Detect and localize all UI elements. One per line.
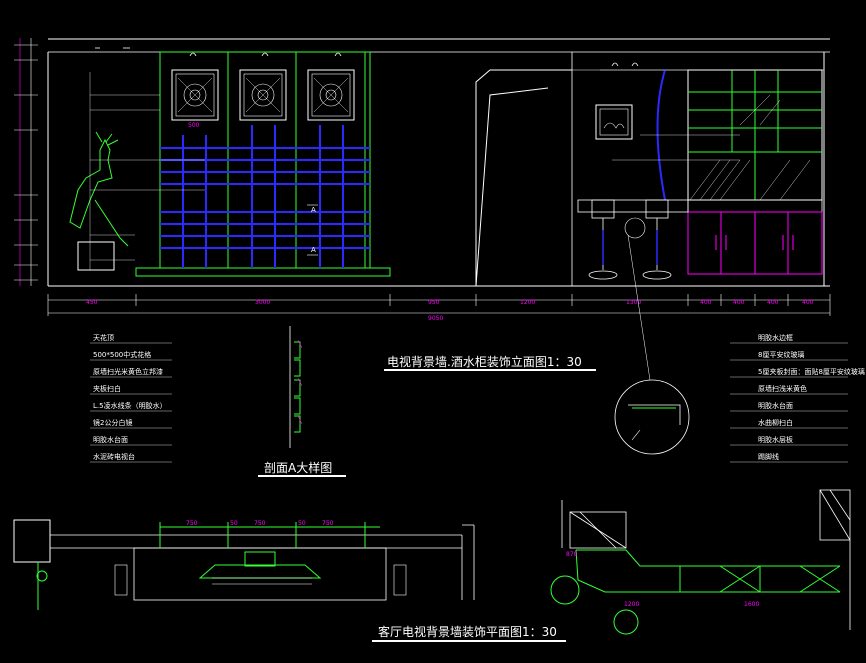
left-callout-3: 夹板扫白 bbox=[93, 384, 121, 393]
elevation-title: 电视背景墙.酒水柜装饰立面图1：30 bbox=[387, 354, 582, 369]
panel-dim: 500 bbox=[188, 122, 200, 129]
right-callout-5: 水曲柳扫白 bbox=[758, 418, 793, 427]
section-marker-bottom: A bbox=[311, 246, 316, 254]
elevation-dim-0: 450 bbox=[86, 299, 98, 306]
left-callout-7: 水泥砖电视台 bbox=[93, 452, 135, 461]
elevation-dim-4: 1300 bbox=[626, 299, 641, 306]
plan-dim-0: 750 bbox=[186, 520, 198, 527]
elevation-dim-2: 950 bbox=[428, 299, 440, 306]
right-callout-6: 明胶水层板 bbox=[758, 435, 793, 444]
left-callout-5: 镜2公分白镜 bbox=[93, 418, 132, 427]
elevation-dim-3: 1200 bbox=[520, 299, 535, 306]
right-callout-2: 5厘夹板封面：面贴8厘平安纹玻璃 bbox=[758, 367, 865, 376]
elevation-dim-7: 400 bbox=[767, 299, 779, 306]
right-callout-list: 明胶水边框 8厘平安纹玻璃 5厘夹板封面：面贴8厘平安纹玻璃原墙扫浅米黄色明胶水台面… bbox=[730, 333, 865, 463]
section-a-detail: 剖面A大样图 bbox=[258, 326, 346, 477]
total-dim: 9050 bbox=[428, 315, 443, 322]
wall-picture bbox=[595, 104, 633, 140]
plan-dim-2: 750 bbox=[254, 520, 266, 527]
elevation-dim-1: 3000 bbox=[255, 299, 270, 306]
left-callout-1: 500*500中式花格 bbox=[93, 350, 151, 359]
section-marker-top: A bbox=[311, 206, 316, 214]
lattice-panel-1 bbox=[171, 69, 219, 121]
right-callout-7: 踢脚线 bbox=[758, 452, 779, 461]
left-callout-2: 原墙扫光米黄色立邦漆 bbox=[93, 367, 163, 376]
left-callout-0: 天花顶 bbox=[93, 333, 114, 342]
plan-dim-3: 50 bbox=[298, 520, 306, 527]
right-callout-1: 8厘平安纹玻璃 bbox=[758, 350, 804, 359]
bar-counter bbox=[577, 199, 689, 280]
plan-right-dim-2: 1600 bbox=[744, 601, 759, 608]
lattice-panel-3 bbox=[307, 69, 355, 121]
right-callout-0: 明胶水边框 bbox=[758, 333, 793, 342]
plan-title: 客厅电视背景墙装饰平面图1：30 bbox=[378, 624, 557, 639]
elevation-view: 500 A A bbox=[14, 38, 831, 322]
section-title: 剖面A大样图 bbox=[264, 460, 332, 475]
elevation-dim-5: 400 bbox=[700, 299, 712, 306]
left-callout-6: 明胶水台面 bbox=[93, 435, 128, 444]
right-callout-4: 明胶水台面 bbox=[758, 401, 793, 410]
detail-bubble bbox=[614, 217, 690, 455]
lattice-panel-2 bbox=[239, 69, 287, 121]
doorway bbox=[475, 69, 572, 287]
plan-dim-4: 750 bbox=[322, 520, 334, 527]
plan-right-dim-0: 870 bbox=[566, 551, 578, 558]
plan-right-dim-1: 1200 bbox=[624, 601, 639, 608]
lattice-grid bbox=[160, 125, 370, 268]
wine-cabinet bbox=[656, 69, 823, 275]
plan-dim-1: 50 bbox=[230, 520, 238, 527]
sculpture bbox=[69, 131, 129, 271]
right-callout-3: 原墙扫浅米黄色 bbox=[758, 384, 807, 393]
elevation-dim-6: 400 bbox=[733, 299, 745, 306]
left-callout-4: L.5凌水线条（明胶水） bbox=[93, 401, 167, 410]
elevation-dim-8: 400 bbox=[802, 299, 814, 306]
